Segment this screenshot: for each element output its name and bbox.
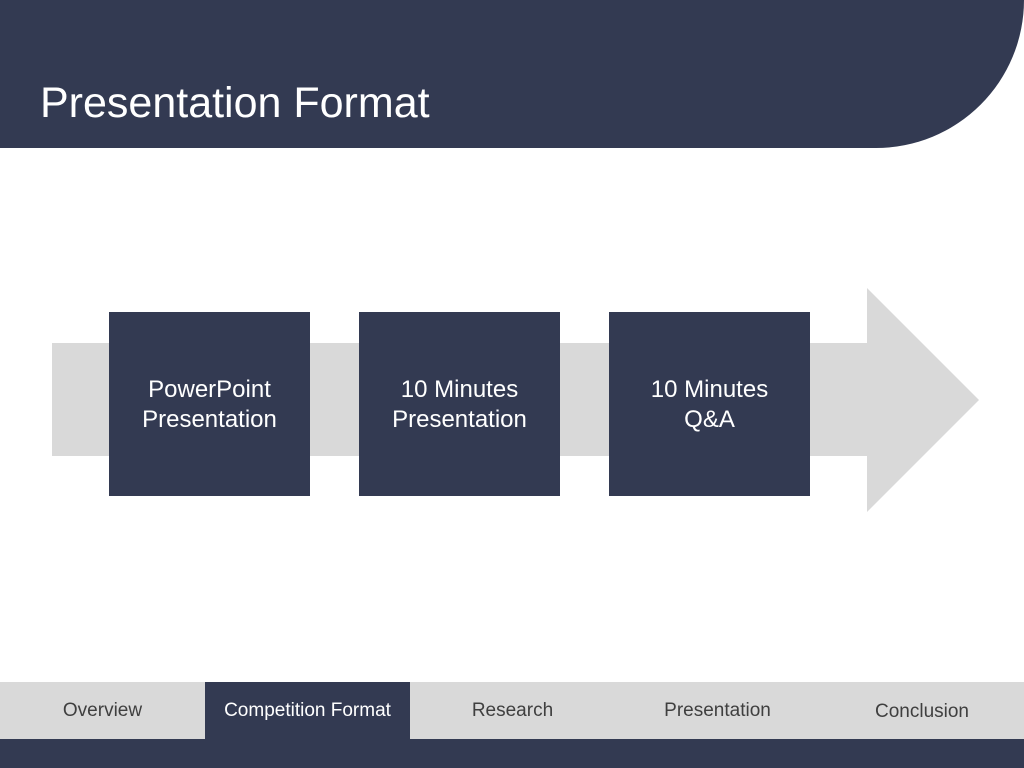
step-box-10-minutes-presentation: 10 Minutes Presentation: [359, 312, 560, 496]
step-box-powerpoint-presentation: PowerPoint Presentation: [109, 312, 310, 496]
footer-strip: [0, 739, 1024, 768]
step-label-line1: 10 Minutes: [400, 376, 519, 403]
nav-item-overview[interactable]: Overview: [62, 699, 143, 721]
nav-item-conclusion[interactable]: Conclusion: [875, 700, 969, 722]
nav-item-competition-format[interactable]: Competition Format: [205, 682, 410, 739]
title-banner: Presentation Format: [0, 0, 1024, 148]
step-label-line1: PowerPoint: [148, 376, 271, 403]
page-title: Presentation Format: [40, 79, 430, 127]
section-nav-bar: Overview Competition Format Research Pre…: [0, 682, 1024, 739]
step-label-line1: 10 Minutes: [650, 376, 769, 403]
step-box-10-minutes-qa: 10 Minutes Q&A: [609, 312, 810, 496]
step-label-line2: Presentation: [392, 406, 527, 433]
step-label-line2: Q&A: [684, 406, 735, 433]
step-label-line2: Presentation: [142, 406, 277, 433]
nav-item-presentation[interactable]: Presentation: [664, 699, 771, 721]
nav-item-research[interactable]: Research: [471, 699, 554, 721]
